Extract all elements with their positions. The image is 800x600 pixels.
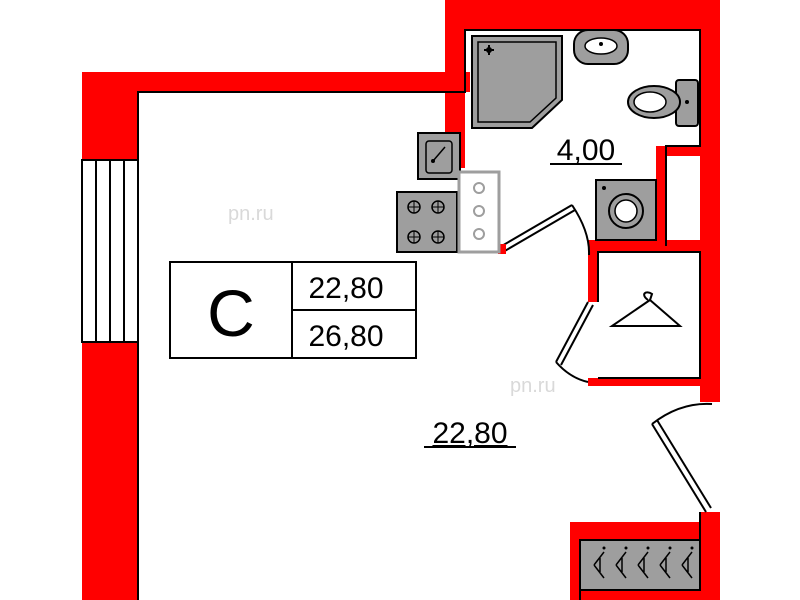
wall-closet-bottom <box>588 378 708 386</box>
wall-bottom-right-v <box>570 522 580 600</box>
wall-bottom <box>570 590 720 600</box>
kitchen-sink <box>417 132 461 180</box>
radiator-valve <box>624 546 628 550</box>
area-summary-table: С 22,80 26,80 <box>169 261 417 359</box>
radiator <box>579 539 701 591</box>
radiator-fin <box>593 551 605 579</box>
shower-tray <box>471 35 563 129</box>
wall-bottom-right <box>570 522 720 540</box>
radiator-fins <box>593 546 694 579</box>
room-main-area: 22,80 <box>432 417 507 450</box>
wall-inner-outline-3 <box>597 251 701 379</box>
walls <box>82 0 720 600</box>
washing-machine <box>595 179 657 241</box>
total-area-value: 26,80 <box>308 320 383 353</box>
wall-top-bath <box>445 0 720 30</box>
cooktop-panel <box>457 170 501 254</box>
wall-bath-notch <box>656 146 706 156</box>
radiator-fin <box>637 551 649 579</box>
wall-right-top <box>700 0 720 402</box>
radiator-fin <box>659 551 671 579</box>
radiator-fin <box>681 551 693 579</box>
wall-left-bottom <box>82 342 138 600</box>
hanger-icon <box>608 291 683 327</box>
radiator-valve <box>602 546 606 550</box>
radiator-fin <box>615 551 627 579</box>
washbasin <box>573 29 629 65</box>
stove <box>396 191 458 253</box>
room-bath-area: 4,00 <box>557 134 615 167</box>
wall-top-main <box>82 72 470 92</box>
living-area-value: 22,80 <box>308 272 383 305</box>
watermark-1: pn.ru <box>228 203 274 225</box>
closet-door <box>555 301 594 383</box>
entrance-door <box>651 402 713 513</box>
wall-bath-left <box>445 0 465 168</box>
drain-icon <box>484 45 494 55</box>
unit-type-label: С <box>207 276 255 350</box>
window <box>81 159 139 343</box>
wall-bath-notch-v <box>656 146 666 246</box>
wall-closet-left <box>588 240 598 302</box>
radiator-valve <box>668 546 672 550</box>
watermark-2: pn.ru <box>510 375 556 397</box>
radiator-valve <box>646 546 650 550</box>
wall-bath-closet <box>588 240 708 252</box>
bathroom-door <box>498 204 591 256</box>
toilet <box>627 79 699 127</box>
radiator-valve <box>690 546 694 550</box>
